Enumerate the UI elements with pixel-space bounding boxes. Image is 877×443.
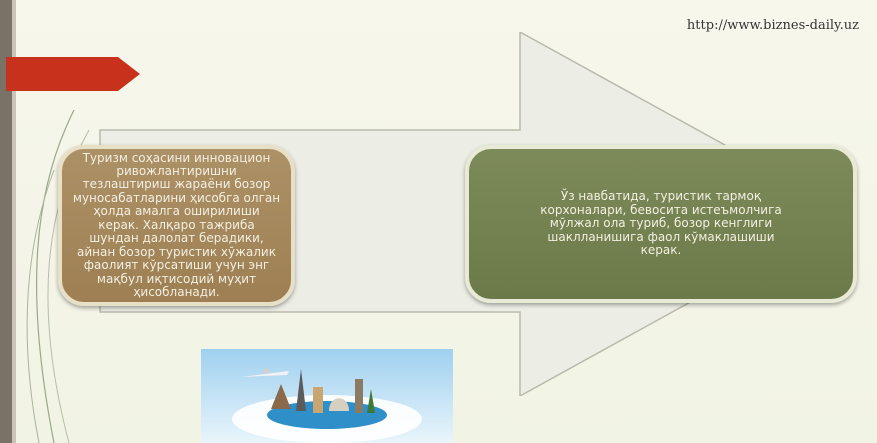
left-accent-stripe [12,0,16,443]
right-text-box: Ўз навбатида, туристик тармоқ корхоналар… [465,145,857,303]
left-box-text: Туризм соҳасини инновацион ривожлантириш… [72,150,281,299]
left-accent-bar [0,0,12,443]
travel-landmarks-picture [201,349,453,443]
red-pointer-flag-icon [6,57,140,91]
source-url: http://www.biznes-daily.uz [686,18,859,33]
travel-landmarks-illustration [201,349,453,443]
left-text-box: Туризм соҳасини инновацион ривожлантириш… [58,145,295,306]
right-box-text: Ўз навбатида, туристик тармоқ корхоналар… [540,189,782,258]
